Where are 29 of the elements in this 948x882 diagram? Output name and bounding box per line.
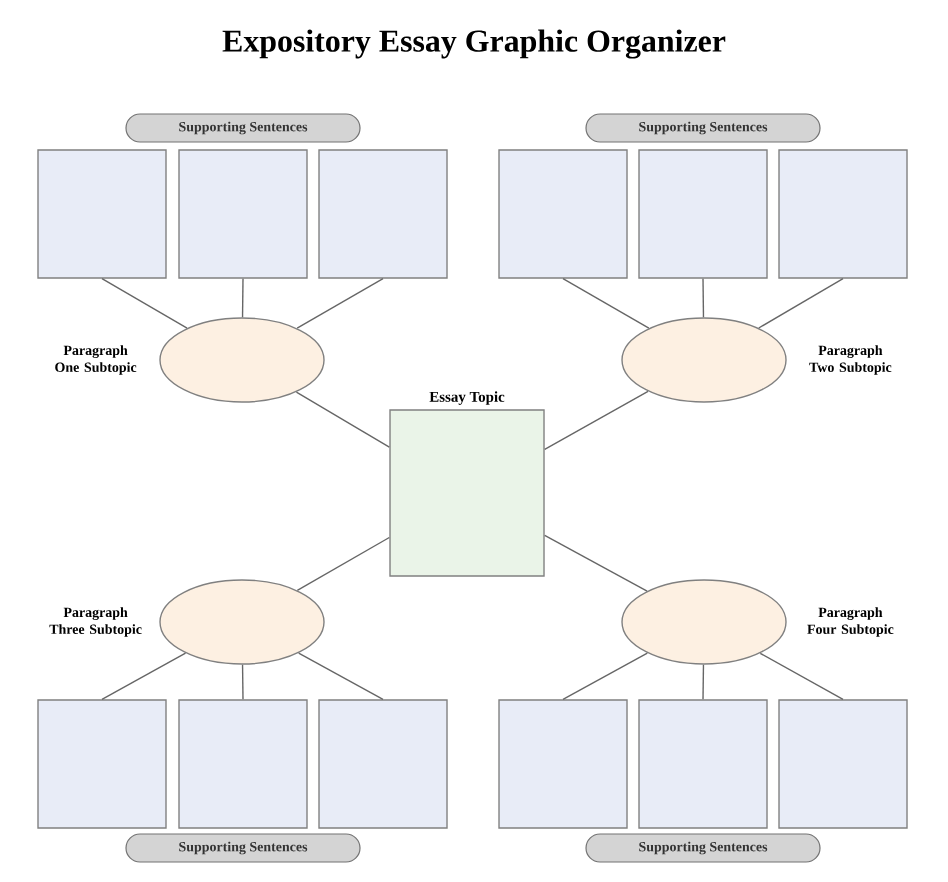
connector-line	[241, 664, 244, 700]
connector-line	[562, 278, 650, 329]
blank-box	[37, 699, 167, 829]
connector-line	[241, 278, 244, 318]
connector-line	[702, 664, 705, 700]
blank-box	[638, 149, 768, 279]
connector-line	[296, 278, 384, 329]
connector-line	[759, 652, 844, 700]
blank-box	[498, 699, 628, 829]
blank-box	[37, 149, 167, 279]
connector-line	[562, 652, 648, 700]
blank-box	[178, 699, 308, 829]
connector-line	[702, 278, 705, 318]
connector-line	[298, 652, 384, 700]
blank-box	[498, 149, 628, 279]
blank-box	[638, 699, 768, 829]
connector-line	[101, 278, 188, 329]
connector-line	[101, 652, 187, 700]
blank-box	[178, 149, 308, 279]
connector-line	[758, 278, 844, 329]
title: Expository Essay Graphic Organizer	[222, 29, 726, 59]
blank-box	[318, 699, 448, 829]
blank-box	[778, 699, 908, 829]
blank-box	[778, 149, 908, 279]
blank-box	[318, 149, 448, 279]
connector-line	[296, 536, 390, 591]
connector-line	[544, 390, 649, 451]
connector-line	[544, 534, 648, 592]
connector-line	[295, 391, 390, 448]
